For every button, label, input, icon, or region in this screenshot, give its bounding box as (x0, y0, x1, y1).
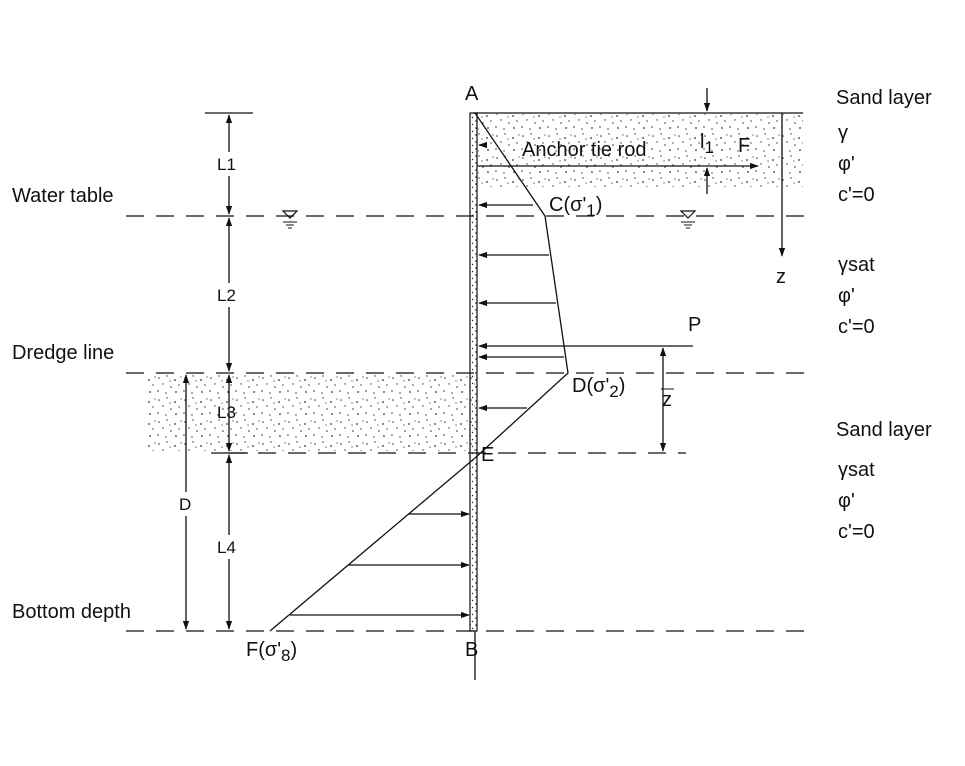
L4-label-bg (214, 535, 244, 559)
label-E: E (481, 444, 494, 466)
l1-sub: 1 (704, 138, 713, 157)
sheet-pile (469, 112, 478, 632)
layer1-prop-gamma: γ (838, 122, 848, 144)
D-label: D (179, 495, 191, 514)
passive-pressure-outline (269, 457, 476, 632)
P-label: P (688, 314, 701, 336)
L1-label-bg (214, 152, 244, 176)
layer2-prop-c: c'=0 (838, 316, 875, 338)
layer1-title: Sand layer (836, 87, 932, 109)
anchor-tie-rod-label: Anchor tie rod (522, 139, 647, 161)
layer3-title: Sand layer (836, 419, 932, 441)
L1-label: L1 (217, 155, 236, 174)
label-A: A (465, 83, 479, 105)
water-table-symbol-right (679, 210, 697, 229)
active-pressure-outline (474, 112, 569, 459)
D-label-bg (175, 492, 197, 516)
z-axis-label: z (776, 266, 786, 288)
L2-label: L2 (217, 286, 236, 305)
layer3-prop-gamma: γsat (838, 459, 875, 481)
layer3-prop-phi: φ' (838, 490, 855, 512)
L3-label: L3 (217, 403, 236, 422)
label-C: C(σ'1) (549, 194, 602, 220)
layer2-prop-gamma: γsat (838, 254, 875, 276)
label-F-close: ) (291, 639, 298, 661)
label-B: B (465, 639, 478, 661)
label-C-sub: 1 (586, 201, 595, 220)
water-table-label: Water table (12, 185, 114, 207)
layer1-prop-phi: φ' (838, 153, 855, 175)
label-F-sub: 8 (281, 646, 290, 665)
l1-label: l1 (700, 131, 714, 157)
label-F-point: F(σ'8) (246, 639, 297, 665)
bottom-depth-label: Bottom depth (12, 601, 131, 623)
layer1-prop-c: c'=0 (838, 184, 875, 206)
label-C-close: ) (596, 194, 603, 216)
anchor-force-F-label: F (738, 135, 750, 157)
dredge-line-label: Dredge line (12, 342, 114, 364)
L2-label-bg (214, 283, 244, 307)
label-D-close: ) (619, 375, 626, 397)
top-sand-fill (478, 114, 803, 187)
label-D: D(σ'2) (572, 375, 625, 401)
z-bar-label: z (662, 389, 672, 411)
layer2-prop-phi: φ' (838, 285, 855, 307)
bottom-sand-fill (147, 373, 475, 451)
water-table-symbol-left (281, 210, 299, 229)
label-D-sub: 2 (609, 382, 618, 401)
layer3-prop-c: c'=0 (838, 521, 875, 543)
L4-label: L4 (217, 538, 236, 557)
